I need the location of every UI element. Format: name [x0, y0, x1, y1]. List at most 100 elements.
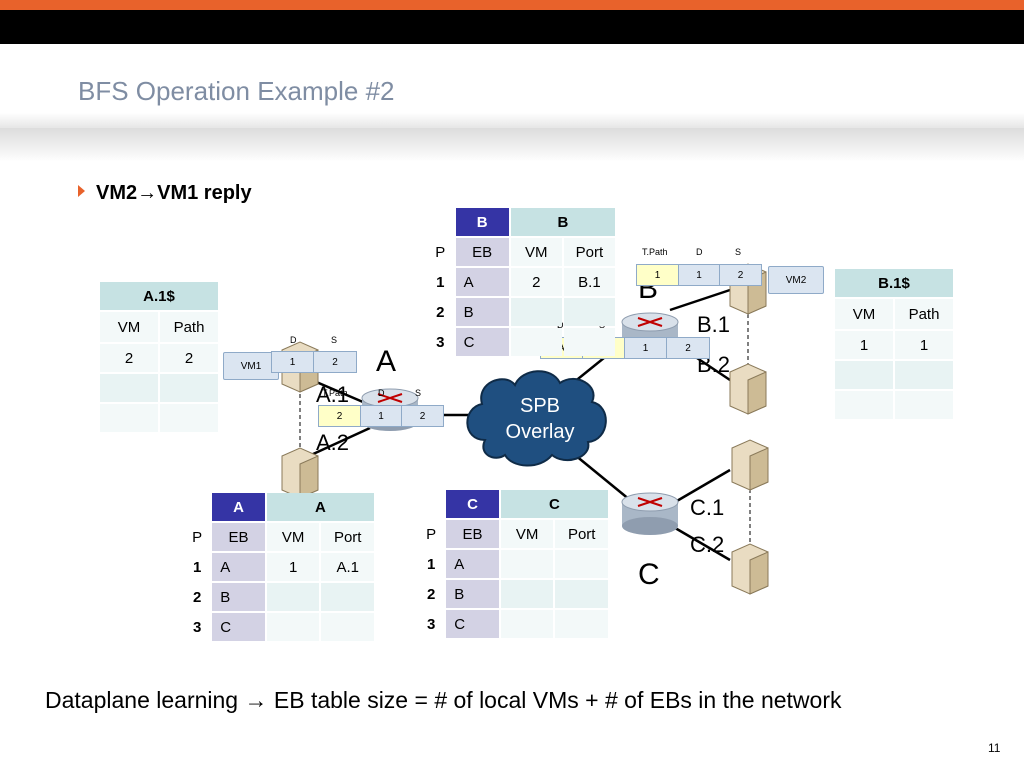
packet-a-top-s-label: S	[331, 335, 338, 345]
table-cell	[160, 404, 218, 432]
port-cell	[555, 550, 608, 578]
b1-cache-table: B.1$ VM Path 1 1	[833, 267, 955, 421]
port-a1-label: A.1	[316, 382, 350, 407]
packet-cell: 1	[361, 406, 402, 426]
packet-cell: 1	[272, 352, 314, 372]
vm-cell: 2	[510, 268, 562, 296]
table-header-cell: VM	[266, 523, 320, 551]
packet-cell: 2	[402, 406, 443, 426]
cloud-label: SPB Overlay	[495, 393, 585, 445]
table-cell: 1	[835, 331, 893, 359]
a1-cache-title: A.1$	[100, 282, 218, 310]
p-index: 2	[436, 303, 445, 321]
p-index: 1	[426, 555, 436, 573]
eb-cell: B	[212, 583, 265, 611]
p-index: 1	[436, 273, 445, 291]
a1-cache-table: A.1$ VM Path 2 2	[98, 280, 220, 434]
table-header-cell: VM	[835, 299, 893, 329]
title-shadow	[0, 128, 1024, 162]
packet-b-top-s-label: S	[735, 247, 742, 257]
p-index: 2	[426, 585, 436, 603]
eb-cell: A	[446, 550, 499, 578]
header-black-bar	[0, 10, 1024, 44]
bullet-arrow-icon	[78, 185, 85, 197]
packet-cell: 2	[319, 406, 361, 426]
port-cell: A.1	[321, 553, 374, 581]
cloud-label-line1: SPB	[519, 395, 561, 417]
eb-table-c-title-left: C	[446, 490, 499, 518]
packet-a-mid-s-label: S	[415, 388, 422, 398]
header-accent-bar	[0, 0, 1024, 10]
packet-b-top-d-label: D	[696, 247, 703, 257]
table-header-cell: Path	[160, 312, 218, 342]
eb-table-b: B B P EB VM Port 1 A 2 B.1 2 B 3 C	[425, 206, 617, 358]
eb-cell: C	[446, 610, 499, 638]
eb-cell: A	[455, 268, 509, 296]
packet-a-mid-tpath-label: T.Path	[322, 388, 348, 398]
eb-table-a: A A P EB VM Port 1 A 1 A.1 2 B 3 C	[182, 491, 376, 643]
table-header-cell: Path	[895, 299, 953, 329]
vm-cell	[510, 328, 562, 356]
vm-cell	[500, 610, 554, 638]
dashed-links	[299, 300, 751, 550]
packet-cell: 2	[667, 338, 709, 358]
server-c2-icon	[731, 543, 769, 595]
eb-cell: C	[455, 328, 509, 356]
table-cell	[835, 391, 893, 419]
packet-cell: 1	[679, 265, 720, 285]
eb-table-b-title-left: B	[455, 208, 509, 236]
packet-cell: 2	[720, 265, 761, 285]
table-header-cell: EB	[455, 238, 509, 266]
eb-table-c-title-right: C	[500, 490, 608, 518]
eb-cell: B	[455, 298, 509, 326]
port-cell: B.1	[563, 268, 615, 296]
table-cell	[160, 374, 218, 402]
p-index: 2	[192, 588, 202, 606]
vm-cell: 1	[266, 553, 320, 581]
b1-cache-title: B.1$	[835, 269, 953, 297]
port-cell	[321, 583, 374, 611]
p-index: 1	[192, 558, 202, 576]
node-a-label: A	[376, 345, 397, 378]
bullet-text: VM2→VM1 reply	[96, 182, 252, 204]
slide-title: BFS Operation Example #2	[78, 76, 395, 106]
eb-table-c: C C P EB VM Port 1 A 2 B 3 C	[416, 488, 610, 640]
cloud-label-line2: Overlay	[505, 421, 575, 443]
port-cell	[563, 328, 615, 356]
table-cell	[895, 361, 953, 389]
eb-table-a-title-right: A	[266, 493, 374, 521]
eb-cell: A	[212, 553, 265, 581]
eb-table-a-title-left: A	[212, 493, 265, 521]
table-cell	[835, 361, 893, 389]
p-column-label: P	[192, 528, 203, 546]
p-index: 3	[436, 333, 445, 351]
port-a2-label: A.2	[316, 430, 350, 455]
table-header-cell: Port	[321, 523, 374, 551]
table-header-cell: EB	[212, 523, 265, 551]
port-cell	[555, 580, 608, 608]
title-band	[0, 44, 1024, 128]
port-cell	[321, 613, 374, 641]
port-b1-label: B.1	[697, 312, 731, 337]
port-c1-label: C.1	[690, 495, 725, 520]
spb-cloud-icon	[466, 370, 607, 467]
server-a2-icon	[281, 447, 319, 499]
table-cell: 2	[160, 344, 218, 372]
table-cell	[100, 374, 158, 402]
packet-a-top-d-label: D	[290, 335, 297, 345]
port-cell	[563, 298, 615, 326]
packet-cell: 1	[637, 265, 679, 285]
table-cell	[100, 404, 158, 432]
table-cell: 2	[100, 344, 158, 372]
packet-cell: 2	[314, 352, 356, 372]
page-number: 11	[988, 741, 1001, 755]
footer-statement: Dataplane learning → EB table size = # o…	[45, 687, 842, 713]
vm-cell	[500, 550, 554, 578]
node-c-label: C	[638, 558, 660, 591]
table-header-cell: VM	[510, 238, 562, 266]
vm1-box: VM1	[223, 352, 279, 380]
table-cell: 1	[895, 331, 953, 359]
router-c-icon	[621, 492, 679, 535]
port-cell	[555, 610, 608, 638]
table-header-cell: Port	[555, 520, 608, 548]
